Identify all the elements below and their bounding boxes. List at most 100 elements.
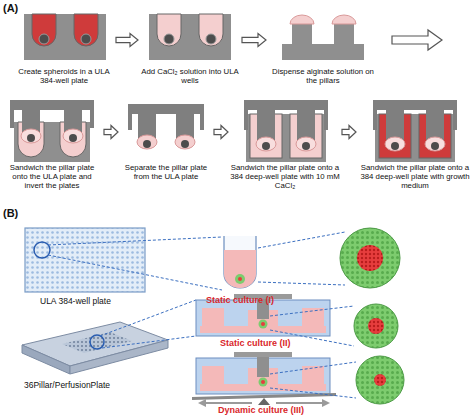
chip-static (270, 306, 354, 316)
pillar-plate-illustration (128, 104, 204, 114)
ula-plate-illustration (48, 237, 222, 245)
spheroid-closeup (368, 318, 384, 334)
deep-well-illustration (302, 142, 310, 150)
continue-arrow (392, 30, 442, 50)
spheroid-closeup (357, 245, 383, 271)
ula-well-illustration (74, 14, 98, 46)
process-step: Add CaCl₂ solution into ULA wells (140, 12, 240, 86)
deep-well-illustration (257, 110, 275, 140)
deep-well-illustration (262, 142, 270, 150)
deep-well-illustration (244, 100, 328, 162)
ula-well-illustration (149, 14, 231, 60)
panel-label: (A) (3, 2, 18, 14)
process-step: Dispense alginate solution on the pillar… (268, 12, 378, 86)
perfusion-plate-illustration (22, 345, 70, 374)
pillar-plate-illustration (334, 24, 354, 44)
deep-well-illustration (296, 137, 316, 151)
perfusion-plate-illustration (22, 300, 196, 374)
step-arrow (116, 34, 138, 47)
pillar-plate-illustration (332, 15, 356, 24)
sandwich-illustration (90, 110, 94, 128)
pillar-plate-illustration (128, 104, 204, 149)
spheroid-closeup (374, 374, 386, 386)
step-arrow (214, 126, 228, 139)
perfusion-plate-illustration (100, 300, 196, 336)
step-caption: Sandwich the pillar plate onto the ULA p… (2, 164, 102, 191)
well-closeup (258, 232, 345, 248)
deep-well-illustration (324, 110, 328, 130)
sandwich-illustration (63, 129, 83, 143)
chip-dynamic (270, 388, 356, 398)
deep-well-illustration (373, 110, 377, 130)
step-arrow (242, 34, 266, 47)
pillar-plate-illustration (137, 135, 157, 149)
step-caption: Sandwich the pillar plate onto a 384 dee… (230, 164, 340, 191)
well-closeup (258, 282, 345, 285)
deep-well-illustration (297, 110, 315, 140)
ula-well-illustration (157, 14, 181, 46)
perfusion-plate-illustration (90, 335, 104, 349)
deep-well-illustration (373, 100, 457, 110)
ula-well-illustration (206, 34, 216, 44)
deep-well-illustration (373, 100, 457, 162)
step-caption: Separate the pillar plate from the ULA p… (120, 164, 212, 182)
chip-dynamic (258, 398, 270, 405)
well-closeup (235, 274, 245, 284)
spheroid-closeup (356, 356, 404, 404)
ula-well-illustration (149, 14, 231, 60)
pillar-plate-illustration (175, 135, 195, 149)
step-caption: Sandwich the pillar plate onto a 384 dee… (358, 164, 472, 191)
deep-well-illustration (453, 110, 457, 130)
chip-dynamic (270, 362, 356, 374)
perfusion-plate-illustration (62, 332, 132, 353)
deep-well-illustration (385, 137, 405, 151)
sandwich-illustration (10, 110, 14, 128)
pillar-plate-illustration (200, 114, 204, 130)
process-step: Separate the pillar plate from the ULA p… (120, 100, 212, 182)
process-step: Create spheroids in a ULA 384-well plate (14, 12, 114, 86)
sandwich-illustration (10, 100, 94, 162)
deep-well-illustration (426, 110, 444, 140)
process-step: Sandwich the pillar plate onto a 384 dee… (230, 100, 340, 191)
spheroid-closeup (340, 228, 400, 288)
chip-dynamic (196, 352, 330, 394)
step-arrow (104, 126, 118, 139)
pillar-plate-illustration (181, 140, 189, 148)
spheroid-closeup (356, 356, 404, 404)
pillar-plate-illustration (128, 114, 132, 130)
step-caption: Dispense alginate solution on the pillar… (268, 68, 378, 86)
ula-plate-illustration (48, 255, 222, 290)
sandwich-illustration (10, 100, 94, 110)
ula-well-illustration (199, 14, 223, 46)
spheroid-closeup (340, 228, 400, 288)
plate-label: 36Pillar/PerfusionPlate (24, 380, 110, 390)
ula-plate-illustration (25, 228, 145, 292)
ula-plate-illustration (25, 228, 222, 292)
culture-label: Static culture (I) (206, 295, 274, 305)
well-closeup (224, 236, 256, 288)
ula-well-illustration (81, 34, 91, 44)
ula-plate-illustration (34, 242, 50, 258)
plate-label: ULA 384-well plate (40, 296, 111, 306)
ula-well-illustration (39, 34, 49, 44)
deep-well-illustration (386, 110, 404, 140)
deep-well-illustration (391, 142, 399, 150)
process-step: Sandwich the pillar plate onto the ULA p… (2, 100, 102, 191)
panel-label: (B) (3, 207, 18, 219)
well-closeup (224, 232, 345, 288)
sandwich-illustration (69, 134, 77, 142)
ula-well-illustration (32, 14, 56, 46)
step-arrow (342, 126, 356, 139)
step-caption: Add CaCl₂ solution into ULA wells (140, 68, 240, 86)
step-caption: Create spheroids in a ULA 384-well plate (14, 68, 114, 86)
deep-well-illustration (244, 110, 248, 130)
well-closeup (224, 250, 256, 288)
process-step: Sandwich the pillar plate onto a 384 dee… (358, 100, 472, 191)
culture-label: Dynamic culture (III) (218, 405, 304, 415)
sandwich-illustration (27, 134, 35, 142)
pillar-plate-illustration (290, 15, 314, 24)
pillar-plate-illustration (282, 15, 364, 60)
pillar-plate-illustration (176, 114, 194, 138)
deep-well-illustration (256, 137, 276, 151)
